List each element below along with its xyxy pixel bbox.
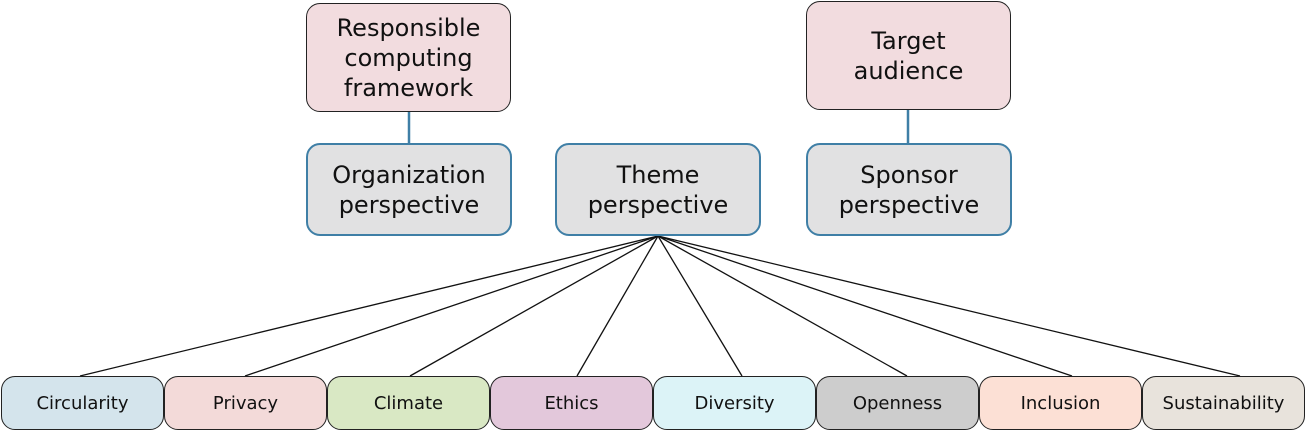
theme-connector-sustainability xyxy=(657,235,1241,377)
theme-connector-ethics xyxy=(576,235,659,377)
theme-label-circularity: Circularity xyxy=(36,392,129,414)
theme-node-sustainability: Sustainability xyxy=(1142,376,1305,430)
theme-connector-inclusion xyxy=(657,235,1073,377)
theme-label-ethics: Ethics xyxy=(544,392,599,414)
theme-label-inclusion: Inclusion xyxy=(1020,392,1101,414)
theme-connector-fan xyxy=(79,235,1241,377)
theme-node-circularity: Circularity xyxy=(1,376,164,430)
theme-node-inclusion: Inclusion xyxy=(979,376,1142,430)
theme-connector-privacy xyxy=(244,235,659,377)
theme-label-sustainability: Sustainability xyxy=(1162,392,1285,414)
organization-label: Organization perspective xyxy=(332,160,486,219)
theme-label-openness: Openness xyxy=(852,392,943,414)
theme-connector-climate xyxy=(409,235,659,377)
framework-label: Responsible computing framework xyxy=(336,13,481,102)
theme-node-openness: Openness xyxy=(816,376,979,430)
target-audience-node: Target audience xyxy=(806,1,1011,110)
theme-connector-diversity xyxy=(657,235,743,377)
organization-perspective-node: Organization perspective xyxy=(306,143,512,236)
theme-node-diversity: Diversity xyxy=(653,376,816,430)
theme-node-climate: Climate xyxy=(327,376,490,430)
theme-perspective-node: Theme perspective xyxy=(555,143,761,236)
sponsor-label: Sponsor perspective xyxy=(838,160,980,219)
theme-label-climate: Climate xyxy=(373,392,444,414)
responsible-computing-framework-node: Responsible computing framework xyxy=(306,3,511,112)
theme-label: Theme perspective xyxy=(587,160,729,219)
sponsor-perspective-node: Sponsor perspective xyxy=(806,143,1012,236)
theme-label-privacy: Privacy xyxy=(212,392,279,414)
theme-label-diversity: Diversity xyxy=(694,392,775,414)
theme-connector-openness xyxy=(657,235,908,377)
theme-node-privacy: Privacy xyxy=(164,376,327,430)
theme-node-ethics: Ethics xyxy=(490,376,653,430)
theme-connector-circularity xyxy=(79,235,659,377)
audience-label: Target audience xyxy=(853,26,964,85)
